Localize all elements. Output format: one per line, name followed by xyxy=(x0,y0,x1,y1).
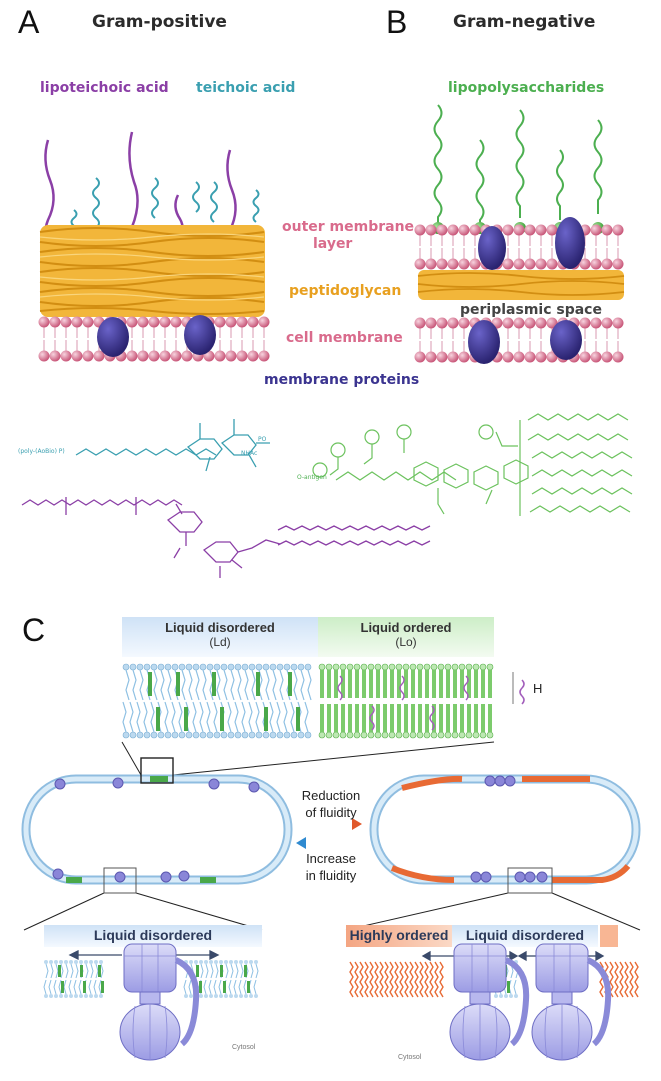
gram-positive-heading: Gram-positive xyxy=(92,12,227,32)
cytosol-right-label: Cytosol xyxy=(398,1054,422,1061)
teichoic-acid-label: teichoic acid xyxy=(196,80,296,96)
panel-b-letter: B xyxy=(386,4,408,40)
po-label: PO xyxy=(258,436,267,443)
gram-positive-membrane-protein-1 xyxy=(97,317,129,357)
panel-c-letter: C xyxy=(22,612,46,648)
left-cell-zoom-box-top xyxy=(140,757,174,784)
poly-prefix-label: (poly-(AoBio) P) xyxy=(18,448,65,455)
bottom-right-ld-band xyxy=(452,925,598,947)
panel-a-letter: A xyxy=(18,4,40,40)
outer-membrane-label-line2: layer xyxy=(313,236,353,252)
increase-arrowhead xyxy=(296,837,306,849)
channel-protein-left xyxy=(119,943,200,1061)
left-cell-proteins xyxy=(52,777,260,883)
gram-positive-peptidoglycan xyxy=(39,225,265,317)
nhac-label: NHAc xyxy=(241,450,258,457)
outer-membrane-protein-1 xyxy=(478,226,506,270)
increase-line-1: Increase xyxy=(306,851,356,866)
right-cell-proteins xyxy=(470,775,548,883)
left-cell-zoom-box-bottom xyxy=(103,867,137,894)
bottom-right-orange-tail xyxy=(600,925,618,947)
lipopolysaccharide-strands xyxy=(433,104,603,232)
lo-abbr: (Lo) xyxy=(395,635,417,649)
h-label: H xyxy=(533,681,543,696)
gram-negative-outer-membrane xyxy=(414,224,624,270)
membrane-proteins-label: membrane proteins xyxy=(264,372,420,388)
reduction-arrowhead xyxy=(352,818,362,830)
right-cell-membrane xyxy=(369,774,641,885)
bottom-right-ld-label: Liquid disordered xyxy=(465,927,585,943)
channel-protein-right-2 xyxy=(531,943,612,1061)
teichoic-acid-strands xyxy=(70,177,260,235)
teichoic-acid-structure xyxy=(75,419,270,472)
zoom-lines xyxy=(23,741,641,931)
lipopolysaccharide-structure xyxy=(312,413,633,516)
liquid-disordered-band xyxy=(122,617,318,657)
gram-negative-cell-membrane xyxy=(414,317,624,363)
lipoteichoic-acid-label: lipoteichoic acid xyxy=(40,80,169,96)
outer-membrane-label-line1: outer membrane xyxy=(282,219,415,235)
lo-band-label: Liquid ordered (Lo) xyxy=(318,620,494,649)
highly-ordered-label: Highly ordered xyxy=(349,927,449,943)
gram-negative-membrane-protein-2 xyxy=(550,320,582,360)
gram-positive-membrane-protein-2 xyxy=(184,315,216,355)
left-cell-membrane xyxy=(21,774,293,885)
gram-negative-heading: Gram-negative xyxy=(453,12,596,32)
gram-positive-cell-membrane xyxy=(38,316,270,362)
cell-membrane-label: cell membrane xyxy=(286,330,403,346)
h-molecule-icon xyxy=(519,679,525,705)
lo-title: Liquid ordered xyxy=(360,620,452,635)
cytosol-left-label: Cytosol xyxy=(232,1044,256,1051)
liquid-ordered-band xyxy=(318,617,494,657)
ld-band-label: Liquid disordered (Ld) xyxy=(122,620,318,649)
bottom-left-band xyxy=(44,925,262,947)
gram-negative-peptidoglycan xyxy=(417,270,625,300)
right-cell-zoom-box xyxy=(507,867,553,894)
bottom-left-band-label: Liquid disordered xyxy=(93,927,213,943)
gram-negative-membrane-protein-1 xyxy=(468,320,500,364)
increase-in-fluidity-label: Increase in fluidity xyxy=(296,850,366,884)
lipoteichoic-acid-structure xyxy=(21,497,431,578)
o-antigen-label: O-antigen xyxy=(297,474,327,481)
ld-lo-bilayer xyxy=(122,663,494,739)
outer-membrane-protein-2 xyxy=(555,217,585,269)
ld-title: Liquid disordered xyxy=(165,620,275,635)
lipopolysaccharides-label: lipopolysaccharides xyxy=(448,80,605,96)
periplasmic-space-label: periplasmic space xyxy=(460,302,602,318)
ld-abbr: (Ld) xyxy=(209,635,231,649)
peptidoglycan-label: peptidoglycan xyxy=(289,283,402,299)
reduction-of-fluidity-label: Reduction of fluidity xyxy=(296,787,366,821)
reduction-line-2: of fluidity xyxy=(305,805,357,820)
channel-protein-right-1 xyxy=(449,943,530,1061)
reduction-line-1: Reduction xyxy=(301,788,361,803)
increase-line-2: in fluidity xyxy=(305,868,357,883)
highly-ordered-band xyxy=(346,925,452,947)
